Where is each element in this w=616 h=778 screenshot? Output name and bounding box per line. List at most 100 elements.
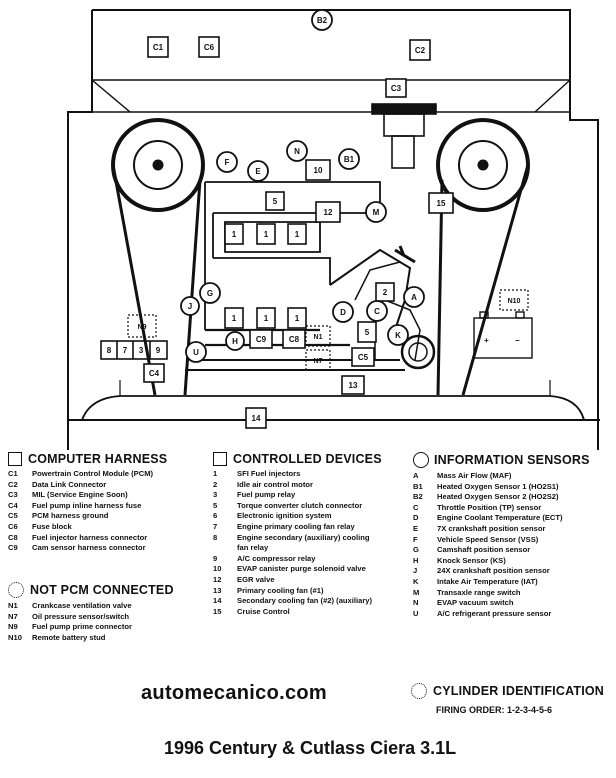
label-c5: C5	[358, 353, 369, 362]
legend-desc: EVAP vacuum switch	[437, 598, 514, 608]
label-7: 7	[123, 346, 128, 355]
legend-code: 8	[213, 532, 218, 542]
legend-desc: Oil pressure sensor/switch	[32, 611, 130, 621]
legend-code: 1	[213, 469, 218, 478]
legend-desc: Fuel pump prime connector	[32, 622, 132, 632]
label-n10: N10	[508, 298, 521, 305]
legend-desc: 7X crankshaft position sensor	[437, 523, 546, 533]
label-j: J	[188, 302, 192, 311]
label-c4: C4	[149, 369, 160, 378]
legend-code: 2	[213, 479, 218, 489]
legend-desc: Cruise Control	[237, 606, 290, 616]
legend-code: N7	[8, 611, 18, 621]
label-f: F	[225, 158, 230, 167]
legend-desc: 24X crankshaft position sensor	[437, 566, 550, 576]
label-c6: C6	[204, 43, 215, 52]
legend-item: H Knock Sensor (KS)	[413, 556, 613, 567]
legend-item: C4 Fuel pump inline harness fuse	[8, 501, 208, 512]
legend-desc: A/C refrigerant pressure sensor	[437, 608, 552, 618]
legend-desc: Throttle Position (TP) sensor	[437, 502, 542, 512]
label-1a: 1	[232, 230, 237, 239]
legend-code: C4	[8, 500, 18, 510]
legend-item: 14 Secondary cooling fan (#2) (auxiliary)	[213, 596, 409, 607]
label-1d: 1	[232, 314, 237, 323]
legend-code: C3	[8, 490, 18, 500]
legend-item: C3 MIL (Service Engine Soon)	[8, 490, 208, 501]
legend-title-not-pcm: NOT PCM CONNECTED	[8, 582, 208, 598]
label-c9: C9	[256, 335, 267, 344]
label-13: 13	[349, 381, 358, 390]
legend-item: N EVAP vacuum switch	[413, 598, 613, 609]
relay-bank	[100, 340, 168, 360]
legend-code: 6	[213, 511, 218, 521]
legend-code: H	[413, 555, 419, 565]
legend-desc: Intake Air Temperature (IAT)	[437, 576, 538, 586]
legend-code: C5	[8, 511, 18, 521]
square-symbol-icon	[213, 452, 227, 466]
label-3: 3	[139, 346, 144, 355]
sensor-circles	[180, 9, 425, 363]
legend-code: 15	[213, 606, 222, 616]
legend-code: C8	[8, 532, 18, 542]
legend-desc: Heated Oxygen Sensor 1 (HO2S1)	[437, 481, 559, 491]
legend-desc: fan relay	[237, 543, 269, 553]
legend-title-controlled-devices: CONTROLLED DEVICES	[213, 452, 409, 466]
legend-code: 7	[213, 521, 218, 531]
not-pcm-boxes	[127, 289, 529, 371]
label-n7: N7	[314, 358, 323, 365]
legend-item: 13 Primary cooling fan (#1)	[213, 586, 409, 597]
label-8: 8	[107, 346, 112, 355]
left-pulley	[111, 118, 205, 396]
legend-desc: Vehicle Speed Sensor (VSS)	[437, 534, 539, 544]
legend-desc: Fuel injector harness connector	[32, 532, 148, 542]
legend-code: 14	[213, 596, 222, 606]
legend-code: 13	[213, 585, 222, 595]
legend-desc: Secondary cooling fan (#2) (auxiliary)	[237, 596, 373, 606]
battery: + −	[473, 311, 533, 359]
legend-desc: Knock Sensor (KS)	[437, 555, 506, 565]
label-a: A	[411, 293, 417, 302]
legend-code: 9	[213, 553, 218, 563]
legend-desc: Fuel pump inline harness fuse	[32, 500, 142, 510]
legend-desc: Engine secondary (auxiliary) cooling	[237, 532, 370, 542]
legend-code: 12	[213, 574, 222, 584]
legend-desc: Primary cooling fan (#1)	[237, 585, 324, 595]
label-n9: N9	[138, 324, 147, 331]
legend-code: N10	[8, 632, 22, 642]
label-c3: C3	[391, 84, 402, 93]
legend-code: D	[413, 513, 419, 523]
legend-code	[213, 543, 237, 554]
legend-item: C8 Fuel injector harness connector	[8, 533, 208, 544]
air-cleaner-assembly	[352, 103, 460, 169]
battery-minus: −	[515, 336, 520, 345]
cylinder-id-title: CYLINDER IDENTIFICATION	[411, 683, 604, 699]
legend-code: C9	[8, 543, 18, 553]
legend-code: N	[413, 598, 419, 608]
brand-watermark: automecanico.com	[141, 682, 327, 704]
label-1c: 1	[295, 230, 300, 239]
label-15: 15	[437, 199, 446, 208]
legend-title-computer-harness: COMPUTER HARNESS	[8, 452, 208, 466]
firing-order: FIRING ORDER: 1-2-3-4-5-6	[436, 705, 553, 715]
legend-desc: MIL (Service Engine Soon)	[32, 490, 128, 500]
legend-code: B2	[413, 492, 423, 502]
legend-desc: A/C compressor relay	[237, 553, 316, 563]
